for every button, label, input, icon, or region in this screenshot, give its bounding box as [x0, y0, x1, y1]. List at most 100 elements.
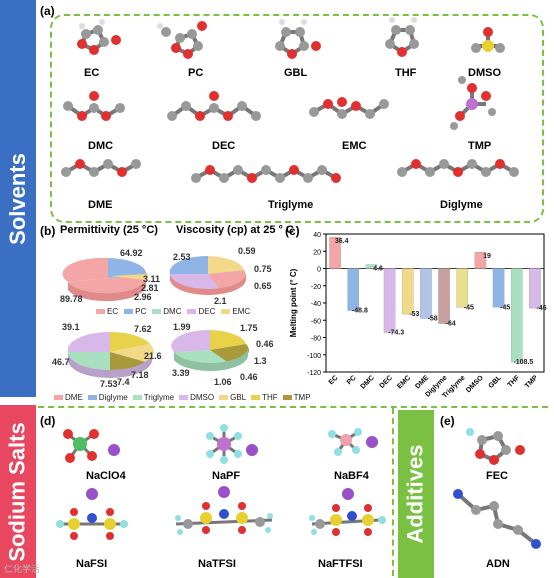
- x-tick-label: EC: [328, 374, 340, 386]
- bar-value-label: -58: [427, 316, 437, 323]
- salt-label-napf: NaPF: [212, 470, 241, 482]
- y-axis-label: Melting point (° C): [289, 268, 298, 337]
- bar-value-label: -46: [536, 305, 546, 312]
- legend-dec: DEC: [198, 307, 216, 316]
- mol-label-dmc: DMC: [88, 140, 114, 152]
- y-tick-label: -120: [307, 370, 321, 377]
- salt-label-natfsi: NaTFSI: [198, 558, 236, 570]
- y-tick-label: -20: [311, 284, 321, 291]
- bar-dmc: [365, 264, 378, 269]
- dme-molecule-icon: [61, 159, 141, 177]
- tmp-molecule-icon: [450, 76, 496, 130]
- y-tick-label: -40: [311, 301, 321, 308]
- legend-emc: EMC: [232, 307, 251, 316]
- x-tick-label: DMSO: [465, 374, 485, 394]
- perm-bot-thf-value: 7.4: [117, 377, 130, 387]
- panel-b-label: (b): [40, 224, 56, 238]
- bar-gbl: [492, 268, 505, 308]
- watermark-text: 仁化学活: [4, 564, 41, 574]
- dec-molecule-icon: [167, 91, 261, 121]
- pie-charts: [62, 255, 249, 378]
- bar-value-label: -48.8: [352, 308, 368, 315]
- perm-top-ec-value: 89.78: [60, 294, 83, 304]
- bar-value-label: 19: [483, 253, 491, 260]
- panel-a-frame: [50, 14, 544, 223]
- perm-top-dec-value: 2.81: [141, 283, 159, 293]
- dmc-molecule-icon: [63, 91, 125, 121]
- salts-band: Sodium Salts: [0, 405, 36, 578]
- natfsi-molecule-icon: [175, 486, 273, 535]
- additive-label-fec: FEC: [486, 470, 508, 482]
- mol-label-thf: THF: [395, 67, 417, 79]
- visc-bot-dme-value: 1.99: [173, 322, 191, 332]
- legend-triglyme: Triglyme: [143, 393, 175, 402]
- perm-top-dmc-value: 3.11: [143, 274, 161, 284]
- pie-bottom-permittivity: [67, 331, 154, 378]
- nabf4-molecule-icon: [328, 428, 378, 456]
- panel-a-label: (a): [40, 4, 55, 18]
- legend-swatch-ec: [96, 309, 105, 314]
- triglyme-molecule-icon: [191, 165, 341, 183]
- panel-d-label: (d): [40, 414, 56, 428]
- mol-label-ec: EC: [84, 67, 100, 79]
- divider-horizontal: [38, 406, 548, 408]
- mol-label-diglyme: Diglyme: [440, 199, 483, 211]
- salts-band-label: Sodium Salts: [5, 421, 31, 562]
- legend-pc: PC: [135, 307, 147, 316]
- solvents-band-label: Solvents: [5, 152, 31, 245]
- x-tick-label: EMC: [396, 374, 412, 390]
- pie-top-viscosity: [169, 255, 247, 296]
- solvents-band: Solvents: [0, 0, 36, 397]
- legend-dme: DME: [65, 393, 83, 402]
- mol-label-emc: EMC: [342, 140, 367, 152]
- mol-label-pc: PC: [188, 67, 204, 79]
- salt-label-nafsi: NaFSI: [76, 558, 108, 570]
- bar-diglyme: [438, 268, 450, 324]
- legend-dmso: DMSO: [190, 393, 215, 402]
- additive-label-adn: ADN: [486, 558, 510, 570]
- viscosity-title: Viscosity (cp) at 25 ° C: [176, 224, 294, 236]
- nafsi-molecule-icon: [56, 488, 128, 540]
- bar-value-label: -74.3: [388, 330, 404, 337]
- legend-swatch-emc: [221, 309, 231, 314]
- perm-top-emc-value: 2.96: [134, 292, 152, 302]
- y-tick-label: 20: [313, 249, 321, 256]
- napf-molecule-icon: [206, 424, 258, 464]
- visc-bot-triglyme-value: 0.46: [256, 339, 274, 349]
- visc-top-dmc-value: 0.75: [254, 264, 272, 274]
- x-tick-label: GBL: [488, 374, 504, 390]
- visc-top-dec-value: 0.65: [254, 281, 272, 291]
- bar-dme: [420, 268, 432, 319]
- mol-label-dme: DME: [88, 199, 113, 211]
- bar-value-label: -108.5: [513, 359, 533, 366]
- legend-ec: EC: [107, 307, 119, 316]
- salt-label-naclo4: NaClO4: [86, 470, 126, 482]
- perm-bot-diglyme-value: 7.62: [134, 324, 152, 334]
- legend-swatch-pc: [124, 309, 134, 314]
- x-tick-label: TMP: [524, 374, 540, 390]
- visc-bot-dmso-value: 3.39: [172, 368, 190, 378]
- bar-value-label: 4.6: [373, 266, 383, 273]
- legend-bottom: DME Diglyme Triglyme DMSO GBL THF TMP: [54, 393, 311, 402]
- pc-molecule-icon: [157, 21, 207, 59]
- y-tick-label: -100: [307, 353, 321, 360]
- additives-band: Additives: [398, 410, 434, 578]
- visc-bot-diglyme-value: 1.75: [240, 323, 258, 333]
- bar-ec: [329, 236, 341, 269]
- perm-bot-dmso-value: 21.6: [144, 351, 162, 361]
- visc-bot-thf-value: 0.46: [240, 372, 258, 382]
- mol-label-tmp: TMP: [468, 140, 492, 152]
- salts-drawing: [56, 424, 386, 540]
- bar-value-label: 36.4: [335, 238, 349, 245]
- molecules-a-drawing: [61, 17, 519, 183]
- panel-e-label: (e): [440, 414, 455, 428]
- emc-molecule-icon: [309, 97, 389, 119]
- x-tick-label: THF: [507, 374, 522, 389]
- perm-bot-tmp-value: 7.18: [131, 370, 149, 380]
- bar-value-label: -45: [500, 304, 510, 311]
- mol-label-triglyme: Triglyme: [268, 199, 314, 211]
- perm-bot-gbl-value: 7.53: [100, 379, 118, 389]
- diglyme-molecule-icon: [397, 159, 519, 177]
- bar-value-label: -64: [446, 321, 456, 328]
